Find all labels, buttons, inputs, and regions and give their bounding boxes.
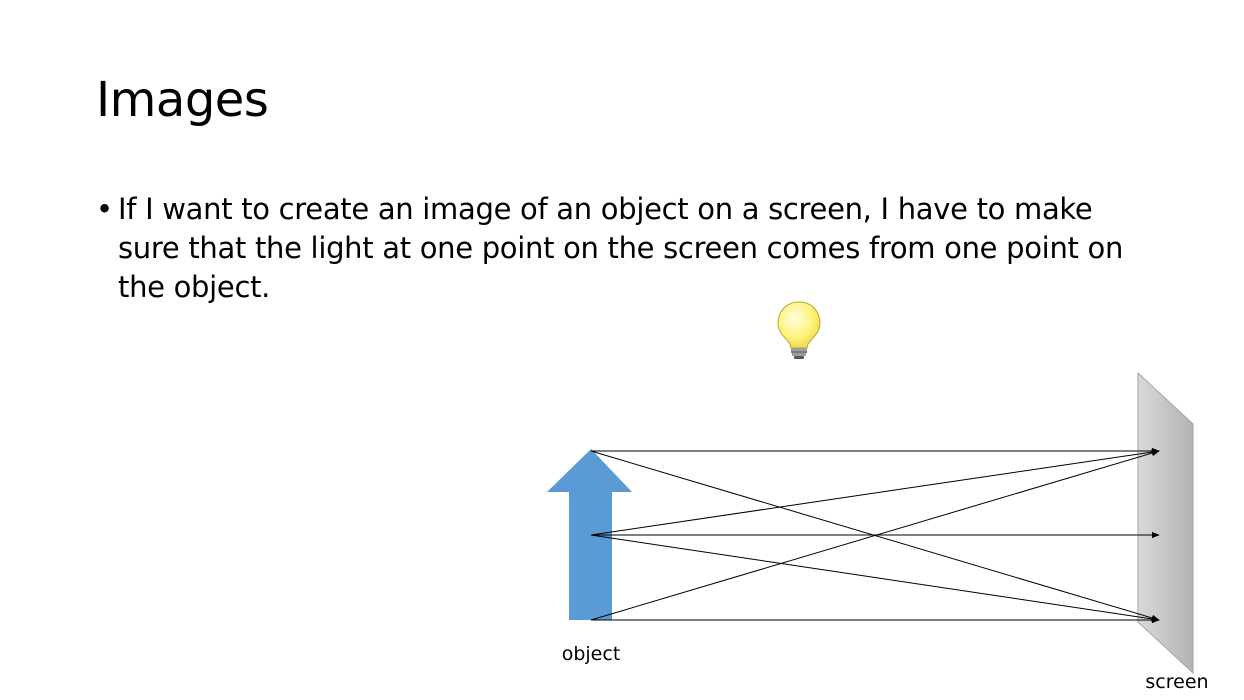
light-bulb-icon (777, 301, 821, 359)
ray-bottom-to-top (590, 449, 1160, 621)
ray-middle-to-top (590, 448, 1160, 536)
light-rays (590, 447, 1160, 624)
bullet-marker: • (96, 192, 113, 226)
bullet-text: If I want to create an image of an objec… (118, 192, 1124, 304)
object-arrow (547, 449, 632, 620)
screen (1137, 371, 1194, 675)
ray-top-to-bottom (590, 450, 1160, 622)
screen-label: screen (1145, 671, 1208, 693)
slide-title: Images (96, 72, 269, 128)
object-label: object (562, 643, 621, 665)
bullet-list: • If I want to create an image of an obj… (96, 190, 1136, 307)
ray-middle-to-bottom (590, 534, 1160, 623)
bullet-item: • If I want to create an image of an obj… (96, 190, 1136, 307)
